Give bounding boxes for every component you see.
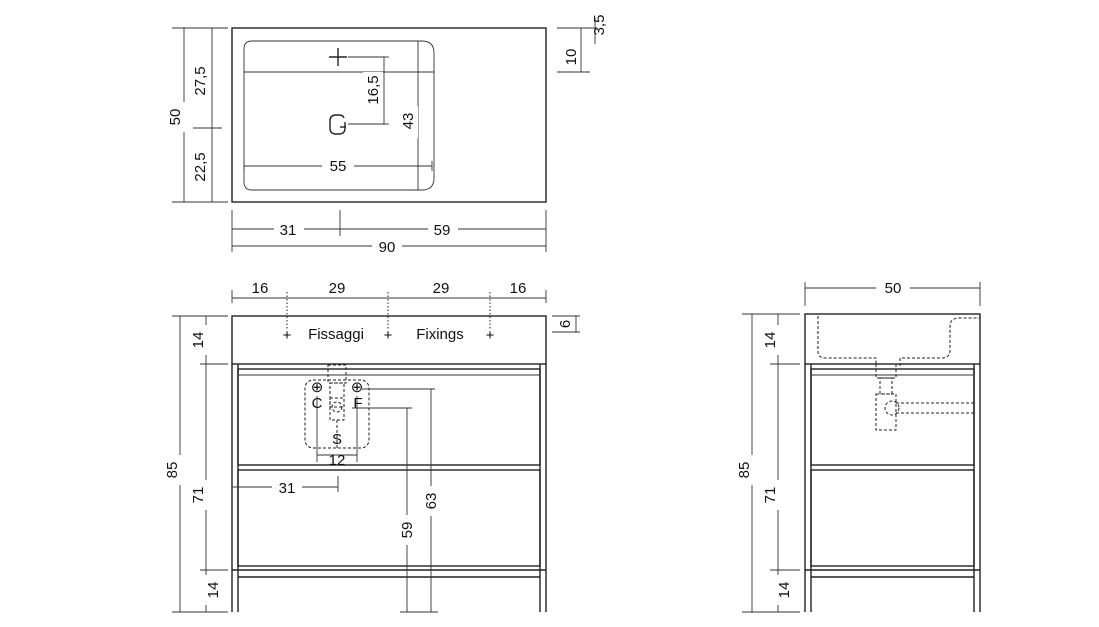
fix-cross-2: + [384, 327, 393, 344]
connection-spacing-dim: 12 [329, 452, 346, 469]
total-depth-dim: 50 [167, 109, 184, 126]
fixings-label-en: Fixings [416, 326, 464, 343]
drain-offset-dim: 31 [279, 480, 296, 497]
lower-drawer [237, 469, 541, 567]
total-width-dim: 90 [379, 239, 396, 256]
hot-label: C [312, 395, 323, 412]
side-countertop [804, 313, 981, 365]
front-total-height-dim: 85 [164, 462, 181, 479]
top-outline [231, 27, 547, 203]
fix-mid-right-dim: 29 [433, 280, 450, 297]
cold-label: F [353, 395, 362, 412]
tap-to-drain-dim: 16,5 [365, 75, 382, 104]
front-body-height-dim: 71 [190, 487, 207, 504]
side-basin-section [817, 316, 980, 366]
cold-supply-icon: ⊕ [351, 379, 364, 396]
hot-supply-icon: ⊕ [311, 379, 324, 396]
fix-cross-1: + [283, 327, 292, 344]
side-lower-drawer [810, 469, 975, 567]
side-leg-height-dim: 14 [776, 582, 793, 599]
fix-mid-left-dim: 29 [329, 280, 346, 297]
top-thickness-dim: 6 [557, 320, 574, 328]
front-leg-height-dim: 14 [205, 582, 222, 599]
side-top-height-dim: 14 [762, 332, 779, 349]
fix-left-dim: 16 [252, 280, 269, 297]
upper-depth-dim: 27,5 [192, 66, 209, 95]
side-body-height-dim: 71 [762, 487, 779, 504]
drain-label: S [332, 431, 342, 448]
front-view: 16 29 29 16 + + + Fissaggi Fixings 6 [162, 280, 580, 613]
fixings-label-it: Fissaggi [308, 326, 364, 343]
basin-depth-dim: 43 [400, 113, 417, 130]
fix-cross-3: + [486, 327, 495, 344]
front-countertop [231, 315, 547, 365]
basin-edge-dim: 10 [563, 49, 580, 66]
drain-icon [329, 114, 346, 135]
basin-width-dim: 55 [330, 158, 347, 175]
plumbing-zone [304, 379, 370, 449]
right-offset-dim: 59 [434, 222, 451, 239]
siphon-trap-icon [875, 363, 974, 431]
tap-hole-icon [329, 48, 347, 66]
drain-height-dim: 59 [399, 522, 416, 539]
fix-right-dim: 16 [510, 280, 527, 297]
lower-depth-dim: 22,5 [192, 152, 209, 181]
rim-height-dim: 3,5 [591, 15, 608, 36]
upper-drawer [237, 368, 541, 466]
top-view: 16,5 43 55 50 27,5 22,5 10 3,5 [165, 15, 608, 256]
supply-height-dim: 63 [423, 493, 440, 510]
front-top-height-dim: 14 [190, 332, 207, 349]
side-depth-dim: 50 [885, 280, 902, 297]
side-total-height-dim: 85 [736, 462, 753, 479]
side-upper-drawer [810, 368, 975, 466]
side-view: 50 85 14 71 [734, 279, 981, 613]
left-offset-dim: 31 [280, 222, 297, 239]
